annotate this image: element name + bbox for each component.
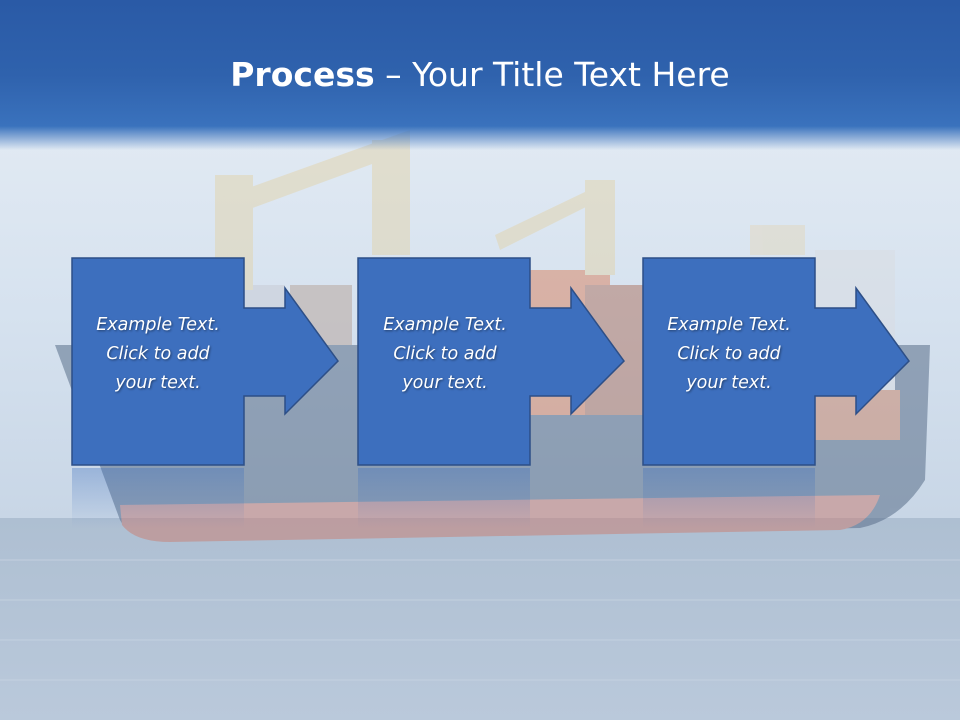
step-line: your text.	[402, 373, 488, 393]
title-rest: – Your Title Text Here	[374, 55, 730, 94]
process-step-2-text[interactable]: Example Text. Click to add your text.	[357, 311, 533, 398]
slide-title[interactable]: Process – Your Title Text Here	[0, 52, 960, 98]
step-line: Example Text.	[383, 315, 507, 335]
process-step-1-text[interactable]: Example Text. Click to add your text.	[70, 311, 246, 398]
step-line: Click to add	[677, 344, 781, 364]
process-step-1-shape[interactable]	[71, 257, 339, 466]
step-line: Click to add	[393, 344, 497, 364]
process-step-3-text[interactable]: Example Text. Click to add your text.	[641, 311, 817, 398]
step-line: your text.	[115, 373, 201, 393]
sea-waves	[0, 559, 960, 681]
step-line: your text.	[686, 373, 772, 393]
title-bold: Process	[230, 55, 375, 94]
title-bar	[0, 0, 960, 150]
process-step-3-shape[interactable]	[642, 257, 910, 466]
process-step-2-shape[interactable]	[357, 257, 625, 466]
step-reflections	[72, 468, 815, 528]
step-line: Click to add	[106, 344, 210, 364]
step-line: Example Text.	[96, 315, 220, 335]
step-line: Example Text.	[667, 315, 791, 335]
